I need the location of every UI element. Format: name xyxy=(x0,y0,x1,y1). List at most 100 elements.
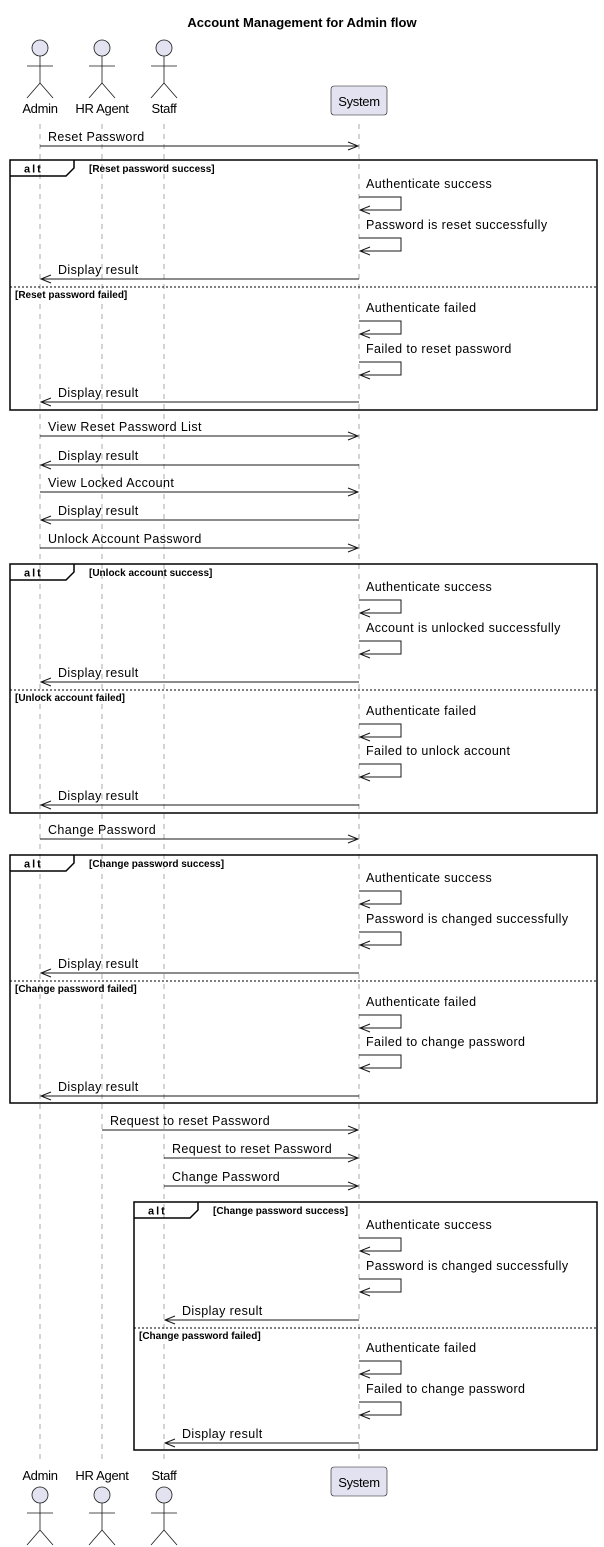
message: Display result xyxy=(39,666,359,687)
participant-label-system-top: System xyxy=(338,94,380,109)
message: Authenticate failed xyxy=(358,995,476,1033)
arrowhead xyxy=(347,487,360,497)
message: Request to reset Password xyxy=(102,1114,360,1135)
arrowhead xyxy=(39,515,52,525)
message-label: Change Password xyxy=(48,823,156,837)
participant-label-system-bottom: System xyxy=(338,1475,380,1490)
message-label: Authenticate success xyxy=(366,177,492,191)
self-message-arrow xyxy=(359,361,402,376)
message-label: Display result xyxy=(182,1304,263,1318)
message-label: Authenticate failed xyxy=(366,995,476,1009)
self-message-arrow xyxy=(359,1360,402,1375)
message-label: Request to reset Password xyxy=(172,1142,332,1156)
arrowhead xyxy=(358,772,371,782)
arrowhead xyxy=(39,1091,52,1101)
message: Account is unlocked successfully xyxy=(358,621,561,659)
alt-tab xyxy=(134,1202,199,1219)
message: Display result xyxy=(39,1080,359,1101)
self-message-arrow xyxy=(359,1401,402,1416)
alt-keyword: alt xyxy=(24,164,43,176)
message-label: Display result xyxy=(182,1427,263,1441)
participant-box-system-top xyxy=(330,85,388,116)
message: Unlock Account Password xyxy=(40,532,360,553)
message: Display result xyxy=(39,504,359,525)
alt-frame-border xyxy=(9,563,598,814)
message: Failed to change password xyxy=(358,1035,525,1073)
participant-box-system-bottom xyxy=(330,1466,388,1497)
message: Authenticate success xyxy=(358,580,492,618)
arrowhead xyxy=(358,1063,371,1073)
alt-frame-border xyxy=(9,854,598,1104)
self-message-arrow xyxy=(359,1054,402,1069)
arrowhead xyxy=(358,1369,371,1379)
alt-guard-failed: [Change password failed] xyxy=(139,1331,261,1342)
arrowhead xyxy=(358,1246,371,1256)
arrowhead xyxy=(39,460,52,470)
alt-guard-failed: [Unlock account failed] xyxy=(15,693,125,704)
message-label: Password is reset successfully xyxy=(366,218,548,232)
arrowhead xyxy=(358,1287,371,1297)
message: Display result xyxy=(39,449,359,470)
participant-label-staff-top: Staff xyxy=(151,101,177,116)
message-label: View Locked Account xyxy=(48,476,174,490)
message: Failed to unlock account xyxy=(358,744,510,782)
message: Password is changed successfully xyxy=(358,912,568,950)
arrowhead xyxy=(358,1410,371,1420)
message: Failed to change password xyxy=(358,1382,525,1420)
message: Authenticate success xyxy=(358,1218,492,1256)
self-message-arrow xyxy=(359,599,402,614)
arrowhead xyxy=(347,1153,360,1163)
arrowhead xyxy=(347,141,360,151)
arrowhead xyxy=(163,1438,176,1448)
message-label: Display result xyxy=(58,957,139,971)
arrowhead xyxy=(358,649,371,659)
message: Password is changed successfully xyxy=(358,1259,568,1297)
diagram-title: Account Management for Admin flow xyxy=(187,15,417,30)
message: Display result xyxy=(39,957,359,978)
actor-icon-staff-bottom xyxy=(150,1486,178,1546)
alt-tab xyxy=(10,160,75,177)
lifelines xyxy=(39,124,360,1463)
message: Authenticate success xyxy=(358,871,492,909)
message-label: Display result xyxy=(58,449,139,463)
arrowhead xyxy=(358,940,371,950)
message-label: View Reset Password List xyxy=(48,420,202,434)
message: Display result xyxy=(39,386,359,407)
message-label: Authenticate failed xyxy=(366,704,476,718)
alt-guard-success: [Change password success] xyxy=(213,1206,348,1217)
actor-icon-admin-bottom xyxy=(26,1486,54,1546)
message-label: Change Password xyxy=(172,1170,280,1184)
arrowhead xyxy=(39,274,52,284)
alt-fragment: alt[Unlock account success][Unlock accou… xyxy=(9,563,598,814)
self-message-arrow xyxy=(359,196,402,211)
participant-label-hr-top: HR Agent xyxy=(75,101,129,116)
arrowhead xyxy=(39,677,52,687)
message-label: Authenticate success xyxy=(366,580,492,594)
message-label: Display result xyxy=(58,1080,139,1094)
self-message-arrow xyxy=(359,931,402,946)
arrowhead xyxy=(347,1181,360,1191)
arrowhead xyxy=(347,543,360,553)
arrowhead xyxy=(347,834,360,844)
message-label: Authenticate success xyxy=(366,1218,492,1232)
message-label: Reset Password xyxy=(48,130,145,144)
alt-guard-failed: [Change password failed] xyxy=(15,984,137,995)
message: View Reset Password List xyxy=(40,420,360,441)
message-label: Request to reset Password xyxy=(110,1114,270,1128)
message-label: Authenticate failed xyxy=(366,301,476,315)
alt-tab xyxy=(10,855,75,872)
alt-guard-success: [Unlock account success] xyxy=(89,568,212,579)
self-message-arrow xyxy=(359,1278,402,1293)
self-message-arrow xyxy=(359,1014,402,1029)
arrowhead xyxy=(358,246,371,256)
arrowhead xyxy=(39,968,52,978)
self-message-arrow xyxy=(359,723,402,738)
message-label: Failed to change password xyxy=(366,1035,525,1049)
self-message-arrow xyxy=(359,1237,402,1252)
alt-frame-border xyxy=(133,1201,598,1451)
arrowhead xyxy=(358,1023,371,1033)
message: Display result xyxy=(39,263,359,284)
message: Authenticate failed xyxy=(358,301,476,339)
alt-keyword: alt xyxy=(24,859,43,871)
arrowhead xyxy=(358,205,371,215)
